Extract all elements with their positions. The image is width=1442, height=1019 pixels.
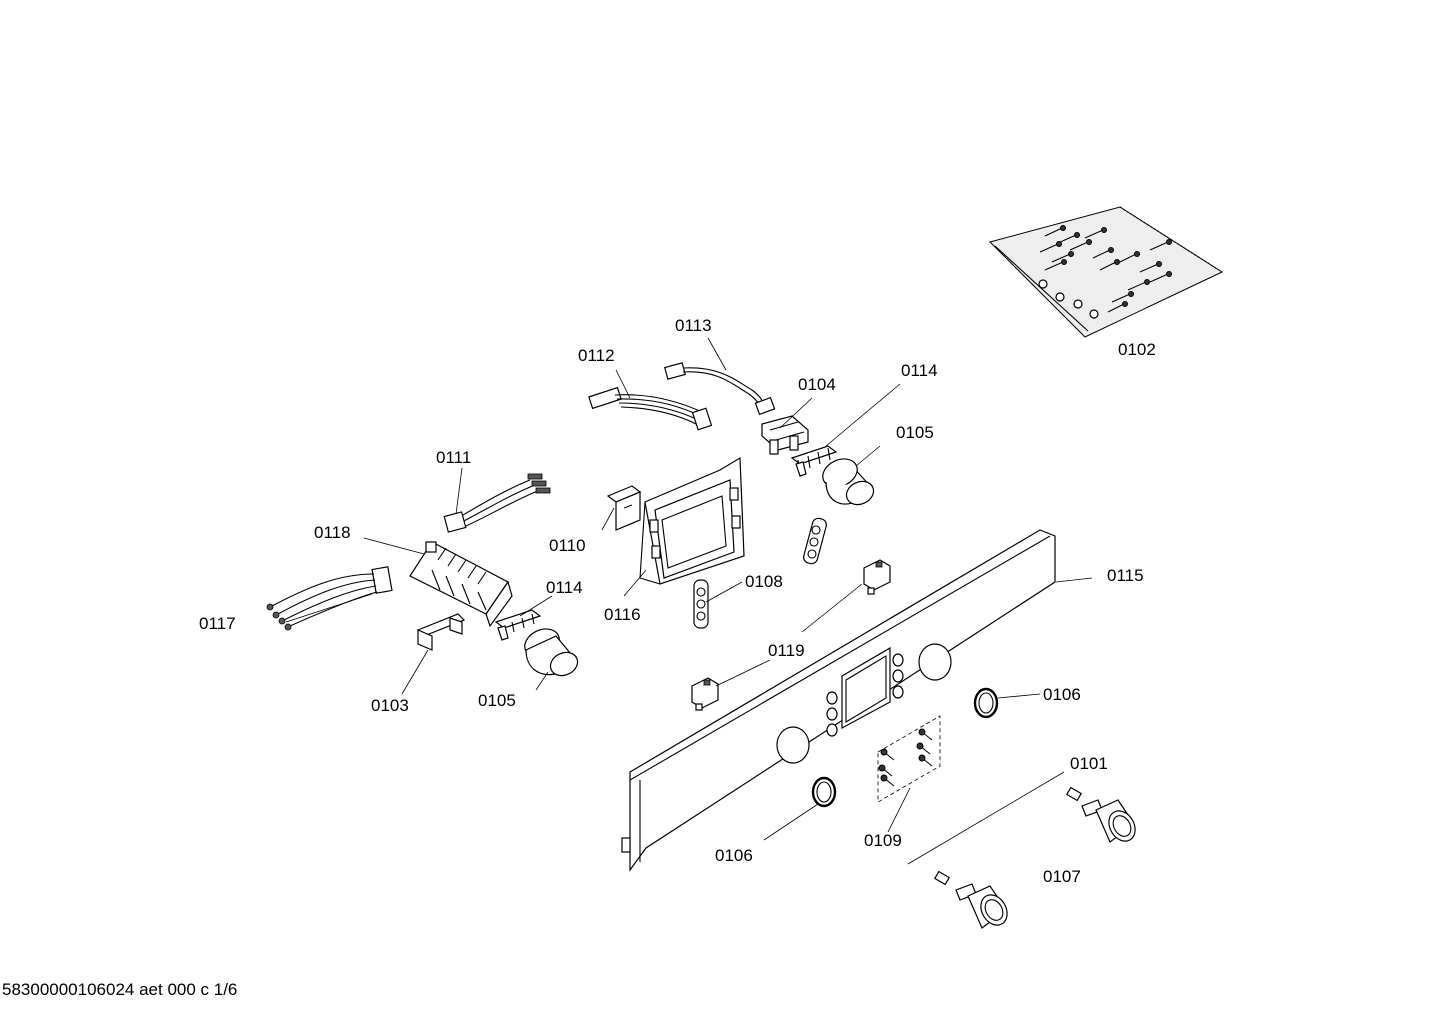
callout-0116: 0116	[604, 605, 641, 624]
connector-bracket-0104-part[interactable]	[761, 415, 809, 455]
callout-0101: 0101	[1070, 754, 1108, 773]
callout-0110: 0110	[549, 536, 586, 555]
switch-0119-upper-part[interactable]	[863, 559, 891, 595]
callout-0111: 0111	[436, 448, 471, 467]
screw-set-0109-part[interactable]	[877, 715, 941, 803]
callout-0119: 0119	[768, 641, 805, 660]
callout-0109: 0109	[864, 831, 902, 850]
wire-set-0117-part[interactable]	[266, 566, 393, 631]
callout-0102: 0102	[1118, 340, 1156, 359]
callout-0105-lower: 0105	[478, 691, 516, 710]
callout-0106-left: 0106	[715, 846, 753, 865]
callout-0114-upper: 0114	[901, 361, 938, 380]
rotary-switch-0105-lower-part[interactable]	[520, 624, 581, 680]
clip-0114-upper-part[interactable]	[790, 445, 838, 477]
callout-0114-lower: 0114	[546, 578, 583, 597]
bracket-0110-part[interactable]	[606, 485, 642, 531]
switch-0119-lower-part[interactable]	[691, 677, 719, 711]
front-panel-0115-part[interactable]	[621, 529, 1056, 872]
callout-0106-right: 0106	[1043, 685, 1081, 704]
clip-0114-lower-part[interactable]	[494, 609, 542, 641]
callout-labels: 0102 0113 0112 0104 0114 0105 0111 0118 …	[199, 316, 1156, 886]
callout-0113: 0113	[675, 316, 712, 335]
document-id: 58300000106024 aet 000 c 1/6	[2, 980, 238, 999]
knob-0101-lower-part[interactable]	[933, 870, 1013, 930]
knob-0107-upper-part[interactable]	[1065, 786, 1141, 846]
cable-harness-0113-part[interactable]	[664, 362, 776, 416]
terminal-block-0118-part[interactable]	[409, 541, 513, 628]
callout-0118: 0118	[314, 523, 351, 542]
ring-0106-right-part[interactable]	[973, 687, 999, 719]
callout-0112: 0112	[578, 346, 615, 365]
wire-harness-0111-part[interactable]	[443, 473, 551, 533]
callout-0105-upper: 0105	[896, 423, 934, 442]
screw-bag-part[interactable]	[989, 206, 1224, 338]
ring-0106-left-part[interactable]	[811, 776, 837, 808]
callout-0108: 0108	[745, 572, 783, 591]
light-guide-0108-lower-part[interactable]	[693, 579, 709, 629]
ribbon-cable-0112-part[interactable]	[588, 386, 713, 431]
bracket-0103-part[interactable]	[416, 613, 466, 651]
callout-0115: 0115	[1107, 566, 1144, 585]
rotary-switch-0105-upper-part[interactable]	[818, 454, 877, 509]
callout-0103: 0103	[371, 696, 409, 715]
light-guide-0108-upper-part[interactable]	[802, 517, 827, 565]
callout-0117: 0117	[199, 614, 236, 633]
control-module-0116-part[interactable]	[639, 456, 745, 585]
callout-0104: 0104	[798, 375, 836, 394]
callout-0107: 0107	[1043, 867, 1081, 886]
leader-lines	[285, 337, 1093, 865]
